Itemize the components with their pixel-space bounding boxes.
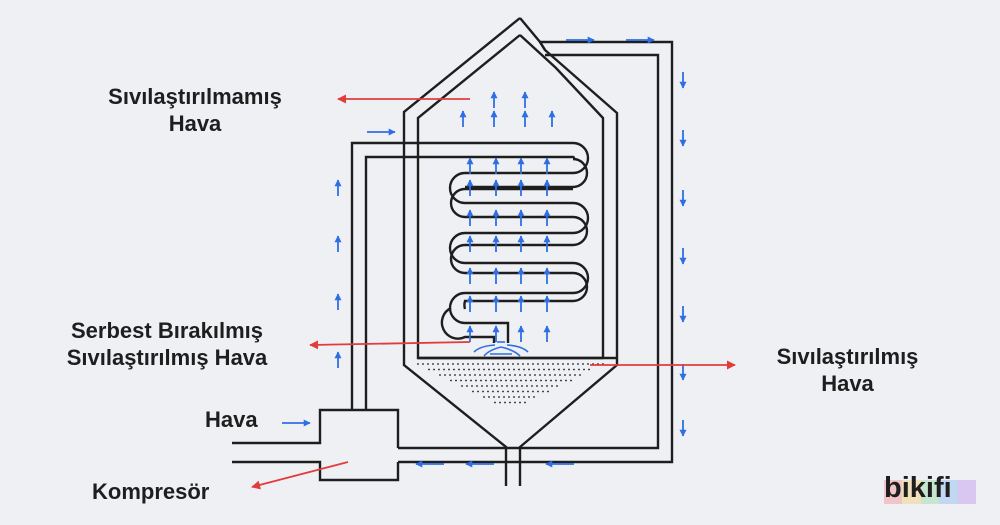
vessel-inner-wall-right xyxy=(519,34,605,358)
label-air-inlet: Hava xyxy=(205,407,258,432)
label-liquefied-air-line2: Hava xyxy=(821,371,874,396)
label-liquefied-air: Sıvılaştırılmış Hava xyxy=(740,343,955,397)
label-released-line1: Serbest Bırakılmış xyxy=(71,318,263,343)
feed-pipe xyxy=(350,141,573,410)
brand-logo-text: bikifi xyxy=(884,472,952,504)
leader-released-liquefied-air xyxy=(309,340,471,350)
heat-exchanger-coil xyxy=(440,141,590,343)
label-leaders xyxy=(251,94,736,490)
label-compressor: Kompresör xyxy=(92,479,210,504)
leader-compressor xyxy=(251,461,349,490)
return-pipe xyxy=(398,40,674,464)
compressor xyxy=(232,408,400,482)
liquid-pool xyxy=(417,363,604,404)
expansion-spray xyxy=(473,341,529,357)
brand-logo: bikifi xyxy=(884,472,977,505)
vessel-outer-wall xyxy=(402,17,521,486)
flow-arrows xyxy=(282,36,687,468)
label-released-line2: Sıvılaştırılmış Hava xyxy=(66,345,268,370)
label-released-liquefied-air: Serbest Bırakılmış Sıvılaştırılmış Hava xyxy=(22,317,312,371)
label-unliquefied-air: Sıvılaştırılmamış Hava xyxy=(70,83,320,137)
label-unliquefied-air-line2: Hava xyxy=(168,111,222,136)
label-unliquefied-air-line1: Sıvılaştırılmamış xyxy=(108,84,282,109)
label-liquefied-air-line1: Sıvılaştırılmış xyxy=(776,344,919,369)
